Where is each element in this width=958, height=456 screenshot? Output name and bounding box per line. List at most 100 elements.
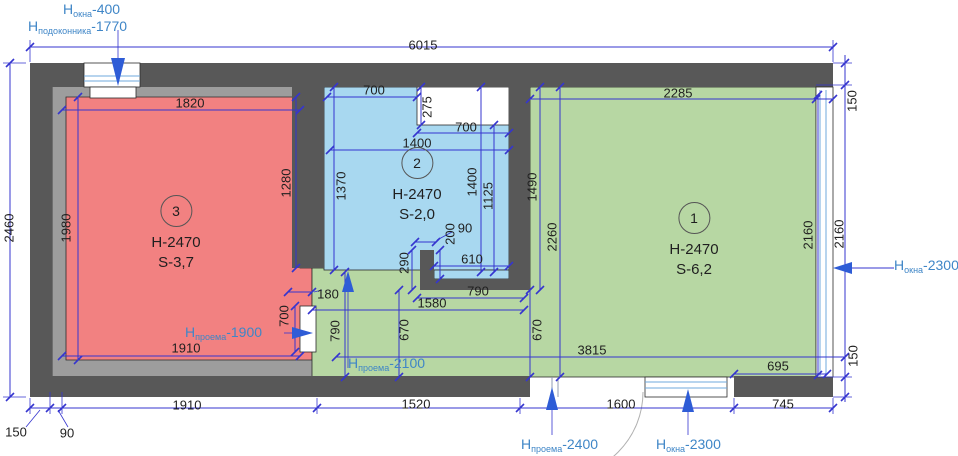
- leader-arrow: [833, 262, 852, 274]
- dimension-label: 695: [767, 358, 789, 374]
- leader-arrow: [111, 58, 125, 86]
- height-label-value: -1900: [226, 324, 263, 340]
- dimension-tick: [525, 285, 535, 295]
- dimension-tick: [295, 351, 305, 361]
- dimension-line: [436, 231, 453, 241]
- height-label-value: -2300: [685, 436, 721, 452]
- dimension-tick: [73, 92, 83, 102]
- height-label-value: -400: [92, 1, 121, 17]
- dimension-label: 1910: [171, 340, 201, 356]
- height-label-subscript: окна: [904, 265, 924, 275]
- height-label-subscript: окна: [666, 444, 686, 454]
- height-label-subscript: подоконника: [38, 26, 92, 36]
- dimension-label: 1370: [333, 171, 349, 201]
- dimension-label: 1400: [402, 135, 432, 151]
- dimension-tick: [476, 82, 486, 92]
- dimension-label: 745: [772, 396, 794, 412]
- door-opening-room3: [299, 305, 317, 353]
- dimension-label: 700: [276, 305, 292, 327]
- dimension-tick: [283, 287, 293, 297]
- dimension-label: 90: [59, 425, 75, 441]
- height-label-prefix: Н: [348, 355, 359, 371]
- dimension-tick: [504, 261, 514, 271]
- dimension-tick: [412, 92, 422, 102]
- dimension-tick: [813, 90, 823, 100]
- room-area-label: S-2,0: [399, 206, 435, 223]
- dimension-tick: [416, 120, 426, 130]
- height-label: Нподоконника-1770: [28, 18, 128, 37]
- dimension-label: 2285: [663, 85, 693, 101]
- leader-arrow: [342, 271, 354, 292]
- height-label-value: -2100: [389, 355, 426, 371]
- windows-and-doors: [83, 62, 834, 456]
- dimension-tick: [519, 305, 529, 315]
- dimension-label: 1910: [172, 397, 202, 413]
- dimension-tick: [340, 267, 350, 277]
- window-top-sill: [89, 86, 137, 99]
- dimension-tick: [307, 305, 317, 315]
- dimension-label: 670: [396, 319, 412, 341]
- height-label-value: -2300: [923, 257, 958, 273]
- leader-arrow: [546, 387, 558, 410]
- dimension-label: 150: [844, 90, 860, 112]
- height-label-prefix: Н: [521, 436, 532, 452]
- dimension-label: 180: [317, 286, 339, 302]
- dimension-label: 1520: [401, 396, 431, 412]
- dimension-tick: [291, 92, 301, 102]
- dimension-tick: [295, 105, 305, 115]
- dimension-tick: [525, 372, 535, 382]
- height-label-subscript: проема: [358, 363, 390, 373]
- dimension-tick: [504, 145, 514, 155]
- dimension-tick: [340, 372, 350, 382]
- room-height-label: H-2470: [151, 234, 201, 251]
- dimension-label: 2260: [544, 222, 560, 252]
- wall-room2-room1: [509, 63, 530, 290]
- dimension-tick: [476, 267, 486, 277]
- wall-bottom-left: [30, 376, 530, 397]
- dimension-tick: [394, 285, 404, 295]
- dimension-tick: [525, 94, 535, 104]
- dimension-label: 275: [419, 96, 435, 118]
- dimension-label: 700: [363, 82, 385, 98]
- leader-arrow: [682, 389, 694, 412]
- dimension-tick: [410, 237, 420, 247]
- dimension-tick: [412, 293, 422, 303]
- dimension-tick: [811, 94, 821, 104]
- height-label-value: -1770: [91, 18, 128, 34]
- wall-room3-room2: [292, 63, 324, 268]
- dimension-tick: [322, 92, 332, 102]
- dimension-label: 700: [455, 119, 477, 135]
- dimension-label: 200: [442, 223, 458, 245]
- dimension-label: 610: [461, 251, 483, 267]
- height-label: Нпроема-2400: [521, 436, 598, 455]
- leader-arrow: [292, 327, 313, 339]
- height-label-prefix: Н: [185, 324, 196, 340]
- dimension-tick: [407, 245, 417, 255]
- dimension-label: 3815: [577, 342, 607, 358]
- height-label-subscript: проема: [195, 332, 227, 342]
- dimension-label: 2460: [1, 213, 17, 243]
- wall-bottom-right: [734, 376, 833, 397]
- dimension-label: 90: [457, 220, 473, 236]
- window-right: [815, 86, 834, 378]
- dimension-tick: [813, 370, 823, 380]
- dimension-line: [25, 409, 41, 428]
- dimension-line: [57, 409, 69, 428]
- height-label: Нпроема-1900: [185, 324, 263, 343]
- room-number-badge: 2: [400, 147, 433, 179]
- arrows: [111, 58, 852, 412]
- dimension-tick: [429, 261, 439, 271]
- dimension-tick: [555, 372, 565, 382]
- dimension-tick: [519, 293, 529, 303]
- height-label-subscript: окна: [73, 9, 93, 19]
- dimension-tick: [57, 105, 67, 115]
- dimension-label: 790: [467, 283, 489, 299]
- height-label-prefix: Н: [28, 18, 39, 34]
- dimension-label: 150: [845, 345, 861, 367]
- room-number-badge: 3: [159, 195, 192, 227]
- dimension-tick: [435, 274, 445, 284]
- door-swing-arc: [613, 391, 644, 456]
- window-bottom: [644, 376, 728, 398]
